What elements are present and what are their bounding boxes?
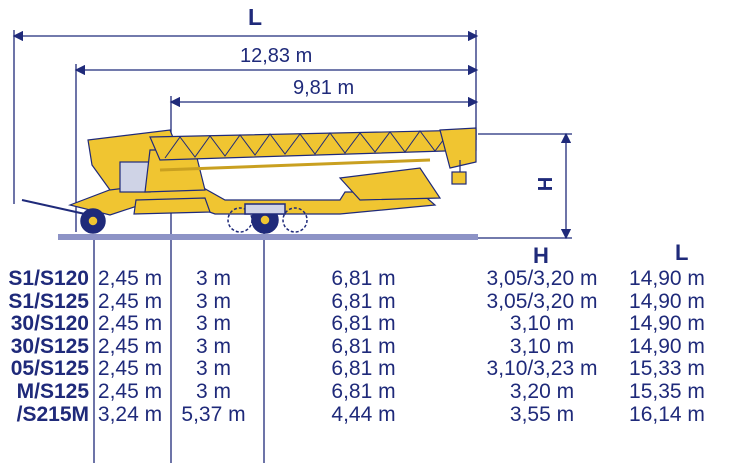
dim-cell: 3 m	[195, 289, 231, 313]
wheels	[80, 203, 308, 234]
column-header-L: L	[675, 240, 689, 265]
model-cell: S1/S120	[8, 267, 89, 290]
length-12-83-label: 12,83 m	[240, 45, 313, 67]
model-cell: 05/S125	[10, 357, 89, 381]
hook-block	[451, 171, 467, 185]
length-cell: 15,35 m	[629, 379, 705, 403]
ground-line	[58, 234, 478, 240]
dim-cell: 2,45 m	[97, 289, 163, 313]
table-row: M/S125 2,45 m 3 m 6,81 m 3,20 m 15,35 m	[0, 379, 717, 404]
height-cell: 3,10 m	[509, 334, 575, 358]
specs-table: S1/S120 2,45 m 3 m 6,81 m 3,05/3,20 m 14…	[0, 267, 717, 427]
dim-cell: 2,45 m	[97, 267, 163, 290]
outrigger	[133, 197, 211, 215]
length-cell: 14,90 m	[629, 334, 705, 358]
model-cell: 30/S120	[10, 312, 89, 336]
dim-cell: 6,81 m	[331, 379, 396, 403]
dim-cell: 6,81 m	[331, 267, 396, 290]
dim-cell: 3 m	[195, 357, 231, 381]
model-cell: M/S125	[16, 379, 89, 403]
dim-cell: 2,45 m	[97, 379, 163, 403]
model-cell: 30/S125	[10, 334, 89, 358]
length-cell: 15,33 m	[629, 357, 705, 381]
table-row: S1/S125 2,45 m 3 m 6,81 m 3,05/3,20 m 14…	[0, 289, 717, 314]
column-header-H: H	[533, 243, 549, 268]
dim-cell: 3 m	[195, 379, 231, 403]
table-row: /S215M 3,24 m 5,37 m 4,44 m 3,55 m 16,14…	[0, 402, 717, 427]
tow-bar	[21, 199, 86, 215]
dim-cell: 3 m	[195, 267, 231, 290]
height-cell: 3,05/3,20 m	[486, 267, 598, 290]
table-row: S1/S120 2,45 m 3 m 6,81 m 3,05/3,20 m 14…	[0, 267, 717, 291]
length-9-81-label: 9,81 m	[293, 77, 355, 99]
rear-wheel-3	[282, 207, 308, 233]
dim-cell: 6,81 m	[331, 289, 396, 313]
height-cell: 3,55 m	[509, 402, 575, 426]
rear-frame	[338, 167, 442, 201]
dim-cell: 4,44 m	[331, 402, 396, 426]
dimension-lines	[12, 30, 572, 463]
height-cell: 3,20 m	[509, 379, 575, 403]
table-row: 05/S125 2,45 m 3 m 6,81 m 3,10/3,23 m 15…	[0, 358, 717, 381]
dim-cell: 3,24 m	[97, 402, 163, 426]
length-cell: 14,90 m	[629, 289, 705, 313]
dim-cell: 6,81 m	[331, 312, 396, 336]
table-row: 30/S120 2,45 m 3 m 6,81 m 3,10 m 14,90 m	[0, 313, 717, 336]
dim-cell: 2,45 m	[97, 312, 163, 336]
table-row: 30/S125 2,45 m 3 m 6,81 m 3,10 m 14,90 m	[0, 334, 717, 359]
dim-cell: 6,81 m	[331, 334, 396, 358]
length-cell: 14,90 m	[629, 267, 705, 290]
height-cell: 3,10/3,23 m	[486, 357, 598, 381]
length-cell: 14,90 m	[629, 312, 705, 336]
height-dimension-label: H	[535, 177, 557, 191]
model-cell: /S215M	[16, 402, 89, 426]
height-cell: 3,10 m	[509, 312, 575, 336]
dim-cell: 3 m	[195, 334, 231, 358]
jib-head	[439, 127, 477, 169]
height-cell: 3,05/3,20 m	[486, 289, 598, 313]
length-cell: 16,14 m	[629, 402, 705, 426]
jib	[149, 129, 477, 161]
dim-cell: 3 m	[195, 312, 231, 336]
model-cell: S1/S125	[8, 289, 89, 313]
dim-cell: 6,81 m	[331, 357, 396, 381]
dim-cell: 5,37 m	[181, 402, 246, 426]
dim-cell: 2,45 m	[97, 357, 163, 381]
overall-length-label: L	[248, 4, 263, 30]
crane-body	[21, 127, 477, 216]
dim-cell: 2,45 m	[97, 334, 163, 358]
